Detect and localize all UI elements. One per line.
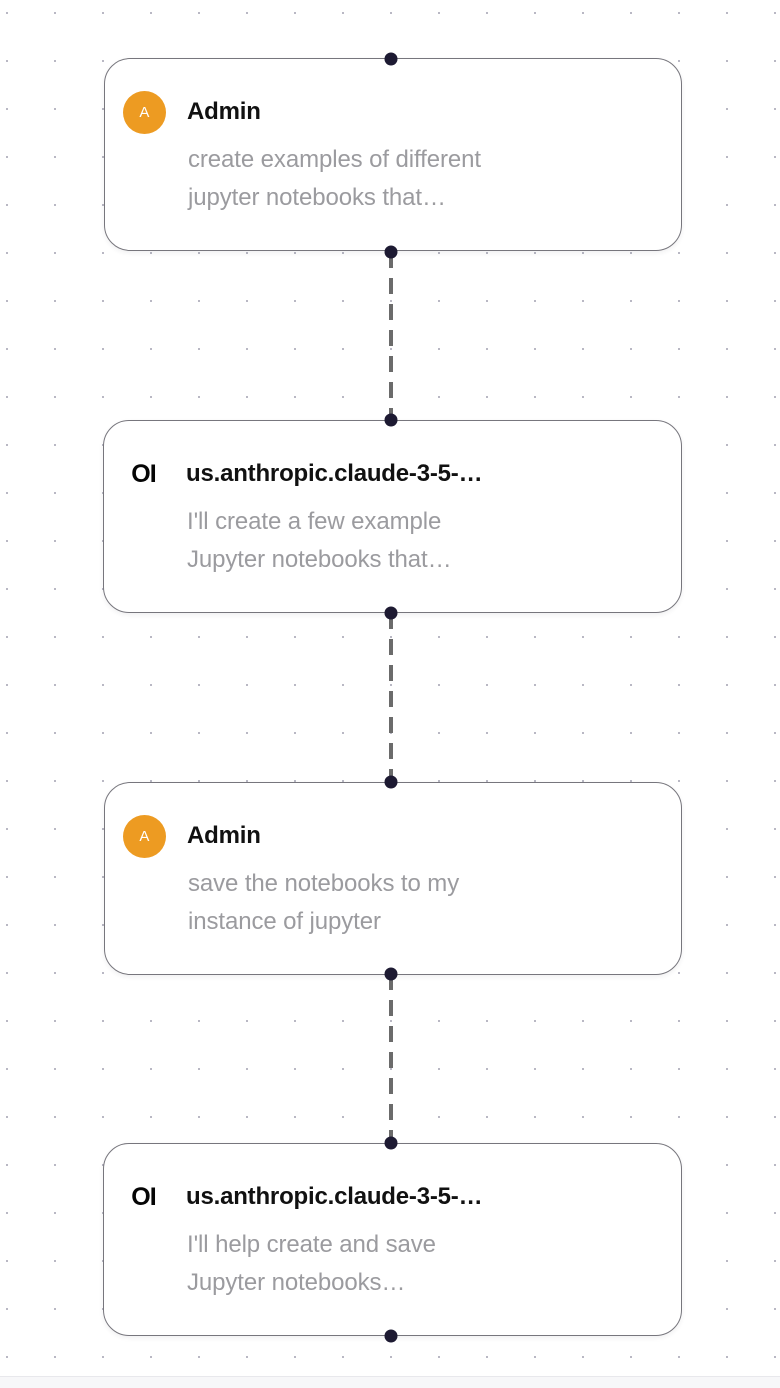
node-body-line: Jupyter notebooks that…	[187, 546, 452, 573]
flow-node-card-model-2[interactable]: OI us.anthropic.claude-3-5-… I'll help c…	[103, 1143, 682, 1336]
node-title: us.anthropic.claude-3-5-…	[186, 460, 483, 487]
card-content: A Admin create examples of different jup…	[123, 90, 657, 217]
node-handle-bottom[interactable]	[384, 967, 398, 981]
card-header: OI us.anthropic.claude-3-5-…	[131, 1182, 657, 1212]
edge-node3-node4[interactable]	[389, 974, 393, 1143]
node-handle-top[interactable]	[384, 1136, 398, 1150]
node-body: I'll help create and save Jupyter notebo…	[187, 1226, 607, 1302]
edge-node1-node2[interactable]	[389, 252, 393, 420]
node-body: create examples of different jupyter not…	[188, 141, 608, 217]
node-body-line: Jupyter notebooks…	[187, 1269, 406, 1296]
node-body-line: jupyter notebooks that…	[188, 184, 446, 211]
card-header: OI us.anthropic.claude-3-5-…	[131, 459, 657, 489]
node-handle-bottom[interactable]	[384, 606, 398, 620]
node-title: Admin	[187, 822, 261, 849]
node-handle-bottom[interactable]	[384, 1329, 398, 1343]
avatar-letter-icon: A	[123, 814, 166, 858]
node-handle-bottom[interactable]	[384, 245, 398, 259]
node-body: I'll create a few example Jupyter notebo…	[187, 503, 607, 579]
canvas-bottom-edge	[0, 1376, 780, 1388]
card-content: A Admin save the notebooks to my instanc…	[123, 814, 657, 941]
openinference-logo-icon: OI	[131, 1182, 156, 1211]
node-body-line: I'll create a few example	[187, 508, 442, 535]
node-body-line: I'll help create and save	[187, 1231, 436, 1258]
openinference-logo-icon: OI	[131, 459, 156, 488]
node-body-line: instance of jupyter	[188, 908, 381, 935]
avatar-letter-icon: A	[123, 90, 166, 134]
node-title: Admin	[187, 98, 261, 125]
card-header: A Admin	[123, 90, 657, 134]
card-content: OI us.anthropic.claude-3-5-… I'll create…	[131, 459, 657, 579]
node-title: us.anthropic.claude-3-5-…	[186, 1183, 483, 1210]
card-content: OI us.anthropic.claude-3-5-… I'll help c…	[131, 1182, 657, 1302]
node-body-line: save the notebooks to my	[188, 870, 460, 897]
node-handle-top[interactable]	[384, 413, 398, 427]
card-header: A Admin	[123, 814, 657, 858]
node-handle-top[interactable]	[384, 775, 398, 789]
node-body: save the notebooks to my instance of jup…	[188, 865, 608, 941]
flow-node-card-model-1[interactable]: OI us.anthropic.claude-3-5-… I'll create…	[103, 420, 682, 613]
node-handle-top[interactable]	[384, 52, 398, 66]
flow-node-card-admin-1[interactable]: A Admin create examples of different jup…	[104, 58, 682, 251]
flow-node-card-admin-2[interactable]: A Admin save the notebooks to my instanc…	[104, 782, 682, 975]
node-body-line: create examples of different	[188, 146, 481, 173]
edge-node2-node3[interactable]	[389, 613, 393, 783]
